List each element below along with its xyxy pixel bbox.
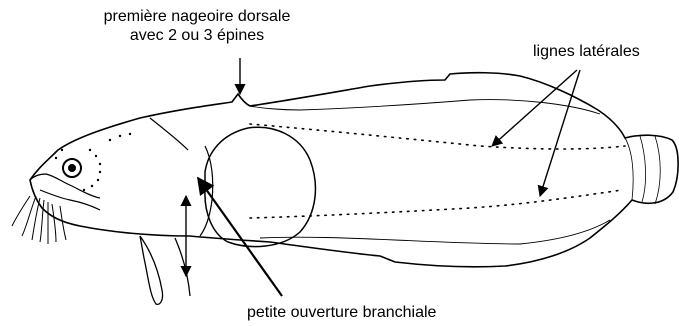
dorsal-fin-label-line1: première nageoire dorsale <box>72 7 322 26</box>
lateral-lines-label: lignes latérales <box>533 42 640 61</box>
head-outline <box>30 118 188 210</box>
dorsal-fin-edge <box>250 100 600 114</box>
chin-barbels <box>12 196 66 244</box>
anal-fin-edge <box>260 220 610 244</box>
dorsal-fin-label: première nageoire dorsale avec 2 ou 3 ép… <box>72 7 322 45</box>
lateral-line-arrow-lower <box>540 70 580 196</box>
fish-body-outline <box>30 73 678 267</box>
pectoral-fin <box>205 127 316 246</box>
pelvic-fin <box>140 236 190 304</box>
dorsal-fin-label-line2: avec 2 ou 3 épines <box>72 26 322 45</box>
lateral-line-arrow-upper <box>492 70 577 146</box>
eye-pupil <box>68 164 76 172</box>
tail-fin <box>625 136 660 204</box>
lateral-line-lower <box>250 190 622 218</box>
lateral-line-upper <box>250 124 625 149</box>
gill-opening-label: petite ouverture branchiale <box>247 303 436 322</box>
